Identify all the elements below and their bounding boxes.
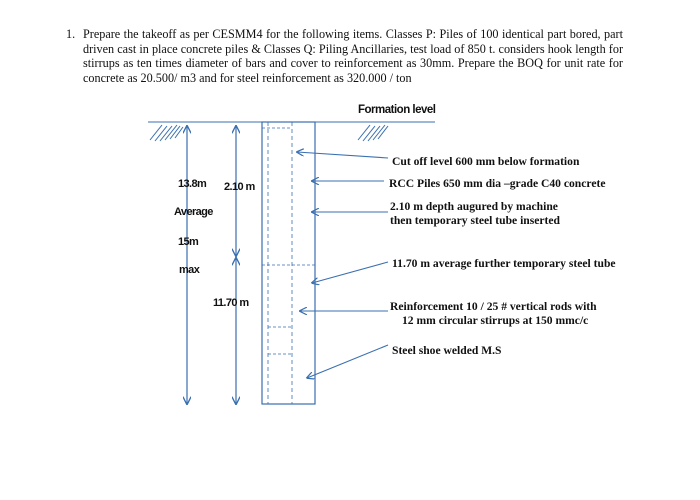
- max-depth-label: 15m: [178, 236, 199, 248]
- ground-hatch-right: [315, 121, 435, 142]
- cut-off-leader: [297, 152, 389, 159]
- question-block: 1. Prepare the takeoff as per CESMM4 for…: [66, 27, 623, 85]
- augured-callout-line2: then temporary steel tube inserted: [390, 214, 561, 227]
- ground-hatch-left: [148, 121, 262, 142]
- tube-depth-label: 11.70 m: [213, 297, 249, 309]
- cut-off-callout: Cut off level 600 mm below formation: [392, 155, 580, 168]
- reinf-callout-line1: Reinforcement 10 / 25 # vertical rods wi…: [390, 300, 597, 313]
- max-label: max: [179, 264, 201, 276]
- dimension-arrows: [187, 126, 236, 404]
- further-tube-callout: 11.70 m average further temporary steel …: [392, 257, 616, 270]
- formation-level-label: Formation level: [358, 104, 436, 116]
- steel-shoe-callout: Steel shoe welded M.S: [392, 344, 502, 357]
- bored-depth-label: 2.10 m: [224, 181, 255, 193]
- total-depth-label: 13.8m: [178, 178, 207, 190]
- augured-callout-line1: 2.10 m depth augured by machine: [390, 200, 558, 213]
- piles-callout: RCC Piles 650 mm dia –grade C40 concrete: [389, 177, 605, 190]
- question-number: 1.: [66, 27, 76, 41]
- steel-shoe-leader: [307, 344, 389, 378]
- reinf-callout-line2: 12 mm circular stirrups at 150 mmc/c: [402, 314, 588, 327]
- question-text: Prepare the takeoff as per CESMM4 for th…: [83, 27, 623, 85]
- average-label: Average: [174, 206, 213, 218]
- leader-lines: [297, 152, 389, 378]
- further-tube-leader: [312, 261, 389, 283]
- pile-body: [261, 121, 316, 405]
